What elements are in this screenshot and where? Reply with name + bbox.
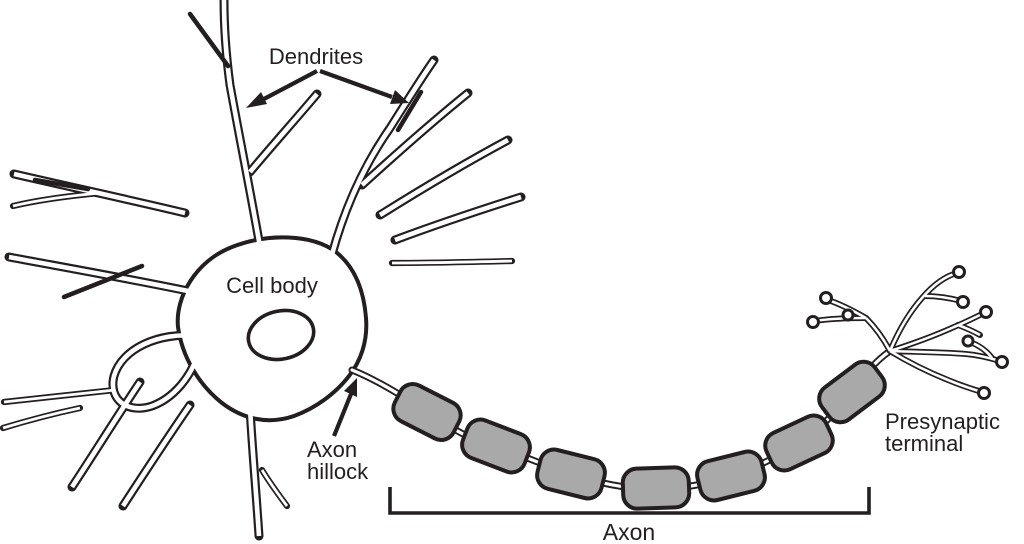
dendrites-arrow-right xyxy=(319,69,409,104)
axon-bracket xyxy=(388,487,871,515)
presynaptic-terminal-branches xyxy=(806,265,1009,400)
dendrites-label: Dendrites xyxy=(269,44,363,69)
terminal-boutons xyxy=(806,265,1009,400)
myelin-segment xyxy=(763,413,835,473)
myelin-segment xyxy=(620,465,692,511)
presynaptic-terminal-label-line1: Presynaptic xyxy=(885,409,1000,434)
dendrites-arrow-left xyxy=(246,69,318,108)
myelin-segment xyxy=(535,447,607,501)
myelin-segment xyxy=(391,382,463,442)
axon-hillock-arrow xyxy=(332,378,357,437)
myelin-segment xyxy=(695,449,767,503)
axon-fiber xyxy=(352,351,890,511)
dendrite-spikes xyxy=(32,11,424,300)
myelin-segment xyxy=(460,417,532,475)
axon-label: Axon xyxy=(603,519,655,544)
axon-hillock-label-line2: hillock xyxy=(307,459,369,484)
presynaptic-terminal-label-line2: terminal xyxy=(885,431,963,456)
axon-hillock-label-line1: Axon xyxy=(307,437,357,462)
nucleus xyxy=(246,308,316,362)
cell-body-label: Cell body xyxy=(226,273,318,298)
myelin-segment xyxy=(817,359,887,425)
myelin-sheath xyxy=(391,359,887,511)
